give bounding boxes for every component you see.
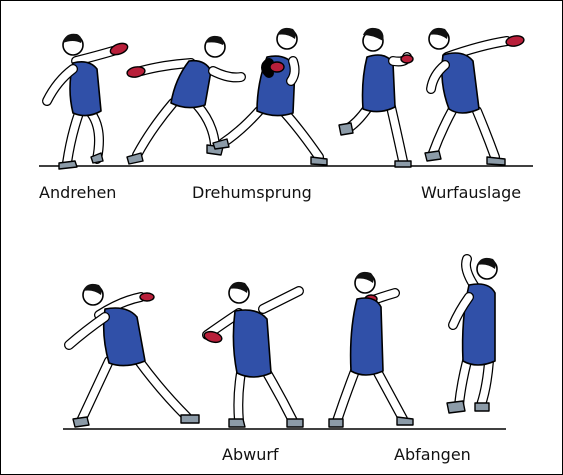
discus-icon [126,66,145,79]
discus-icon [270,62,284,72]
phase-label-drehumsprung: Drehumsprung [192,183,312,202]
phase-label-abfangen: Abfangen [394,445,471,464]
athlete-figure-1 [47,34,129,169]
athlete-figure-6 [69,284,199,427]
athlete-figure-5 [425,28,525,165]
athlete-figure-4 [339,28,413,167]
phase-label-andrehen: Andrehen [39,183,116,202]
discus-icon [401,55,413,63]
discus-icon [109,41,129,57]
athlete-figure-9 [447,258,497,413]
phase-label-abwurf: Abwurf [222,445,279,464]
athlete-figure-7 [203,282,303,427]
phase-label-wurfauslage: Wurfauslage [421,183,521,202]
discus-icon [203,330,223,344]
athlete-figure-8 [329,272,413,427]
athlete-figure-3 [213,28,327,165]
discus-icon [140,293,154,301]
